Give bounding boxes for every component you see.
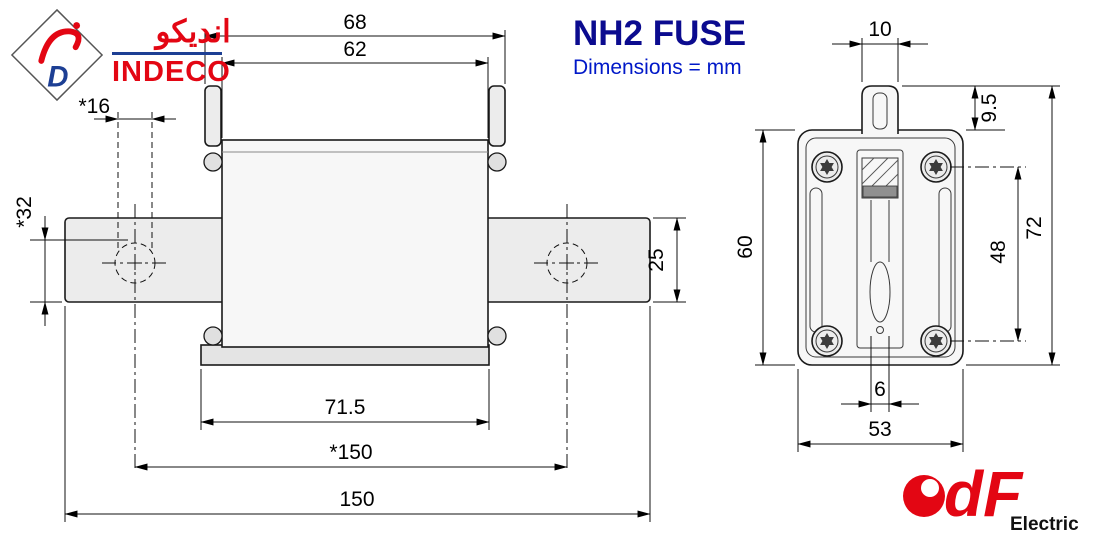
dim-6: 6 [841,336,919,412]
fixing-tab [861,85,899,134]
emblem-diamond [10,8,104,102]
emblem-red-swoosh [38,28,82,64]
indicator-bar [862,185,898,198]
front-view: 68 62 *16 [13,11,686,522]
dim-label-9-5: 9.5 [978,93,1001,122]
dim-label-62: 62 [343,38,366,61]
dim-label-25: 25 [645,248,668,271]
emblem-red-dot [73,22,81,30]
dim-53: 53 [797,369,964,452]
dim-label-53: 53 [868,418,891,441]
df-brand-text: dF [944,458,1024,530]
dim-71-5: 71.5 [200,369,490,430]
mounting-hole-right [534,204,600,472]
fuse-body [221,139,489,348]
corner-screw-tl [811,151,843,183]
corner-screw-bl [811,325,843,357]
dim-60: 60 [734,129,795,366]
corner-screw-br [920,325,952,357]
title-block: NH2 FUSE Dimensions = mm [573,14,747,80]
dim-9-5: 9.5 [902,85,1060,131]
corner-screw-tr [920,151,952,183]
bottom-plate [200,344,490,366]
dim-48: 48 [950,166,1026,342]
dim-label-48: 48 [987,240,1010,263]
indeco-emblem: D [10,8,104,102]
df-swoosh-cut [921,479,939,497]
dim-68: 68 [204,11,506,84]
dim-150: 150 [64,306,651,522]
drawing-subtitle: Dimensions = mm [573,55,742,79]
dim-label-10: 10 [868,18,891,41]
mounting-hole-left [102,204,170,472]
dim-150-star: *150 [134,441,568,471]
rivet [203,326,223,346]
center-pin [876,326,884,334]
df-electric-logo: dF Electric [900,450,1105,535]
dim-72: 72 [966,85,1060,366]
indicator-window [861,157,899,199]
dim-label-68: 68 [343,11,366,34]
df-electric-mark: dF Electric [903,458,1079,535]
rivet [487,152,507,172]
dim-label-60: 60 [734,235,757,258]
dim-16: *16 [78,95,176,250]
fixing-tab-slot [872,92,888,130]
grip-lug-left [204,85,222,147]
center-oval [869,261,891,323]
side-view: 10 9.5 48 72 [734,18,1060,452]
indeco-logo: D انديكو INDECO [8,6,231,104]
dim-32: *32 [13,196,128,326]
indicator-hatch [861,157,899,187]
dim-62: 62 [221,38,489,138]
dim-label-32: *32 [13,196,36,228]
dim-label-71-5: 71.5 [325,396,366,419]
rivet [487,326,507,346]
dim-10: 10 [832,18,928,82]
indeco-name: INDECO [112,56,231,88]
center-channel [856,149,904,349]
drawing-title: NH2 FUSE [573,14,747,53]
side-body-inner [805,137,956,358]
indeco-divider [112,52,222,55]
dim-label-150-star: *150 [329,441,372,464]
emblem-letter: D [47,60,68,93]
dim-label-150: 150 [339,488,374,511]
grip-lug-right [488,85,506,147]
dim-25: 25 [645,217,686,303]
indeco-arabic-text: انديكو [155,14,231,49]
dim-label-72: 72 [1023,216,1046,239]
dim-label-6: 6 [874,378,886,401]
df-electric-text: Electric [1010,514,1079,535]
rivet [203,152,223,172]
dim-label-16: *16 [78,95,110,118]
